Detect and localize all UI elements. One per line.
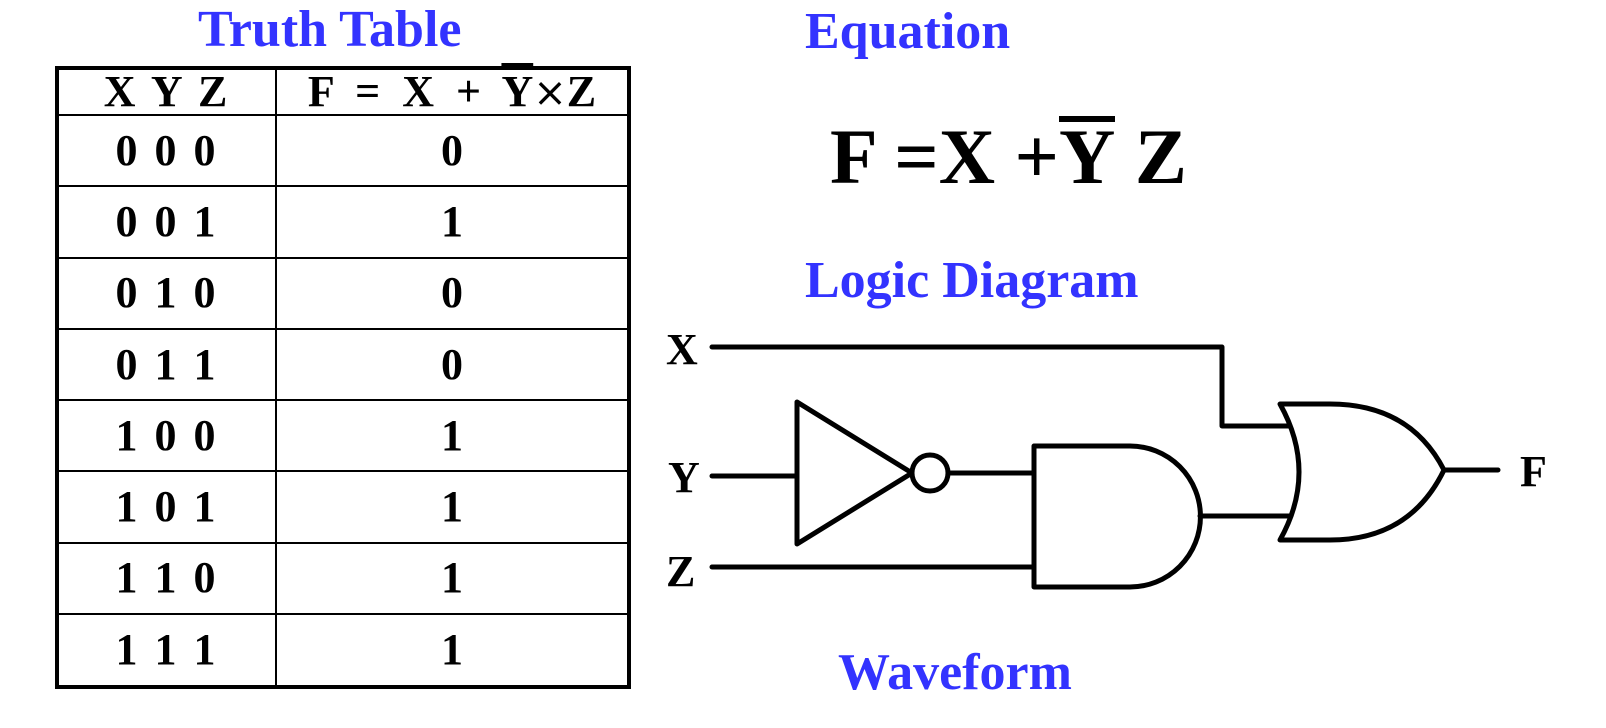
output-cell: 1 xyxy=(275,541,630,616)
equation-z: Z xyxy=(1134,113,1187,200)
and-gate xyxy=(1031,443,1203,590)
not-gate-bubble xyxy=(909,452,951,494)
output-header: F = X + Y×Z xyxy=(275,67,630,116)
waveform-heading: Waveform xyxy=(838,644,1072,701)
input-cell: 1 1 1 xyxy=(55,613,278,688)
output-cell: 0 xyxy=(275,113,630,188)
input-label-y: Y xyxy=(668,453,700,502)
input-cell: 0 0 0 xyxy=(55,113,278,188)
input-cell: 1 0 0 xyxy=(55,399,278,473)
equation-y-bar: Y xyxy=(1058,113,1116,200)
output-cell: 0 xyxy=(275,256,630,330)
input-cell: 0 1 0 xyxy=(55,256,278,330)
input-cell: 0 0 1 xyxy=(55,185,278,259)
truth-table-heading: Truth Table xyxy=(198,1,462,58)
output-cell: 1 xyxy=(275,185,630,259)
equation-lhs: F = xyxy=(830,113,939,200)
input-cell: 0 1 1 xyxy=(55,327,278,402)
input-label-x: X xyxy=(666,325,698,374)
logic-diagram-heading: Logic Diagram xyxy=(805,252,1139,309)
or-gate xyxy=(1277,401,1447,543)
output-cell: 0 xyxy=(275,327,630,402)
input-cell: 1 0 1 xyxy=(55,470,278,544)
wire-x xyxy=(709,344,1293,429)
truth-table-header-row: X Y Z F = X + Y×Z xyxy=(55,67,630,116)
output-header-prefix: F = X + xyxy=(307,67,502,116)
output-cell: 1 xyxy=(275,613,630,688)
output-header-times: × xyxy=(533,70,567,116)
inputs-header: X Y Z xyxy=(55,67,278,116)
input-cell: 1 1 0 xyxy=(55,541,278,616)
not-gate xyxy=(794,399,915,547)
boolean-equation: F =X +Y Z xyxy=(830,116,1187,196)
output-header-y-bar: Y xyxy=(501,67,534,116)
equation-x-plus: X + xyxy=(938,113,1059,200)
output-cell: 1 xyxy=(275,470,630,544)
output-label-f: F xyxy=(1520,447,1547,496)
output-cell: 1 xyxy=(275,399,630,473)
input-label-z: Z xyxy=(666,547,695,596)
equation-heading: Equation xyxy=(805,3,1011,60)
output-header-z: Z xyxy=(566,67,597,116)
